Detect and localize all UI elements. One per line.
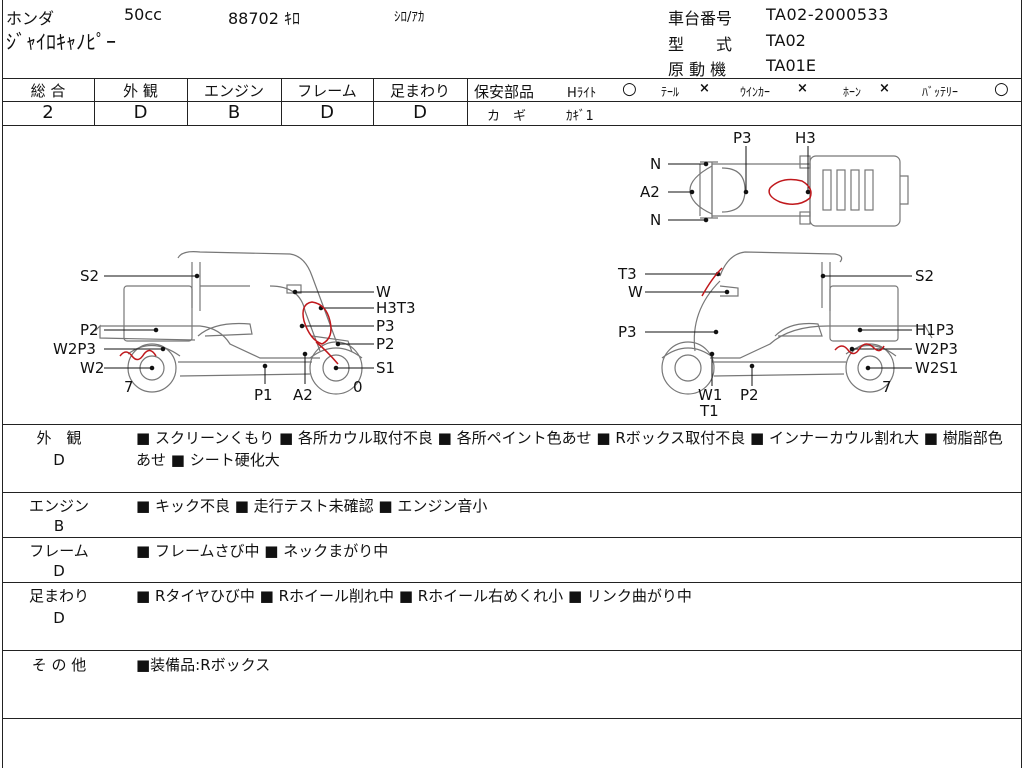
engine-label: 原 動 機 <box>668 60 727 79</box>
maker: ホンダ <box>6 9 55 28</box>
label-top-n2: N <box>650 211 661 229</box>
grade-label-exterior: 外 観 <box>123 82 158 100</box>
type-value: TA02 <box>766 31 806 50</box>
color: ｼﾛ/ｱｶ <box>394 10 425 25</box>
label-right-h1p3: H1P3 <box>915 321 954 339</box>
label-right-t3: T3 <box>617 265 637 283</box>
label-left-w: W <box>376 283 391 301</box>
label-top-n1: N <box>650 155 661 173</box>
safety-mark-winker: × <box>797 81 808 96</box>
label-left-a2: A2 <box>293 386 313 404</box>
label-top-p3: P3 <box>733 129 752 147</box>
label-right-p3: P3 <box>618 323 637 341</box>
grade-value-overall: 2 <box>42 102 54 123</box>
section-grade-exterior: D <box>53 451 65 469</box>
grade-value-engine: B <box>227 102 241 123</box>
chassis-value: TA02-2000533 <box>766 5 889 24</box>
label-right-7: 7 <box>882 378 892 396</box>
type-label: 型 式 <box>668 35 733 54</box>
label-right-t1: T1 <box>699 402 719 420</box>
grade-label-engine: エンジン <box>203 82 264 100</box>
safety-item-winker: ｳｲﾝｶｰ <box>740 85 771 99</box>
label-left-w2: W2 <box>80 359 104 377</box>
grade-value-suspension: D <box>413 102 427 123</box>
engine-value: TA01E <box>766 56 816 75</box>
section-text-suspension: ■ Rタイヤひび中 ■ Rホイール削れ中 ■ Rホイール右めくれ小 ■ リンク曲… <box>136 587 692 605</box>
safety-item-battery: ﾊﾞｯﾃﾘｰ <box>922 85 959 99</box>
grade-label-frame: フレーム <box>297 82 357 100</box>
grade-label-overall: 総 合 <box>30 82 66 100</box>
section-label-other: そ の 他 <box>31 656 87 674</box>
label-left-p3: P3 <box>376 317 395 335</box>
label-left-w2p3: W2P3 <box>53 340 96 358</box>
label-left-0: 0 <box>353 378 363 396</box>
safety-mark-headlight: ○ <box>622 79 637 99</box>
label-right-s2: S2 <box>915 267 934 285</box>
label-right-w: W <box>628 283 643 301</box>
label-left-p2b: P2 <box>376 335 395 353</box>
section-grade-engine: B <box>53 517 65 535</box>
section-text-exterior: ■ スクリーンくもり ■ 各所カウル取付不良 ■ 各所ペイント色あせ ■ Rボッ… <box>136 429 1003 469</box>
label-right-w2p3: W2P3 <box>915 340 958 358</box>
scooter-right-view <box>661 251 933 395</box>
section-label-suspension: 足まわり <box>28 587 89 605</box>
section-text-engine: ■ キック不良 ■ 走行テスト未確認 ■ エンジン音小 <box>136 497 488 515</box>
grade-value-frame: D <box>320 102 334 123</box>
label-left-p2a: P2 <box>80 321 99 339</box>
section-grade-frame: D <box>53 562 65 580</box>
key-label: カ ギ <box>487 109 527 124</box>
scooter-left-view <box>94 251 363 395</box>
chassis-label: 車台番号 <box>668 9 733 28</box>
safety-item-horn: ﾎｰﾝ <box>843 85 862 99</box>
label-top-h3: H3 <box>795 129 816 147</box>
safety-label: 保安部品 <box>474 83 535 101</box>
label-right-p2: P2 <box>740 386 759 404</box>
section-grade-suspension: D <box>53 609 65 627</box>
label-right-w2s1: W2S1 <box>915 359 958 377</box>
mileage: 88702 ｷﾛ <box>228 9 300 28</box>
label-left-s2: S2 <box>80 267 99 285</box>
safety-mark-tail: × <box>699 81 710 96</box>
section-label-exterior: 外 観 <box>36 429 82 447</box>
label-right-w1: W1 <box>698 386 722 404</box>
section-label-engine: エンジン <box>28 497 89 515</box>
grade-value-exterior: D <box>133 102 148 123</box>
key-value: ｶｷﾞ1 <box>566 109 594 124</box>
section-label-frame: フレーム <box>29 542 89 560</box>
safety-item-headlight: Hﾗｲﾄ <box>567 86 597 101</box>
scooter-top-view <box>689 155 909 227</box>
damage-diagram: P3 H3 N A2 N S2 W H3T3 P3 P2 P2 W2P3 W2 … <box>53 129 958 420</box>
grade-label-suspension: 足まわり <box>389 82 450 100</box>
label-left-s1: S1 <box>376 359 395 377</box>
displacement: 50cc <box>124 5 162 24</box>
label-top-a2: A2 <box>640 183 660 201</box>
label-left-p1: P1 <box>254 386 273 404</box>
label-left-7: 7 <box>124 378 134 396</box>
section-text-frame: ■ フレームさび中 ■ ネックまがり中 <box>136 542 389 560</box>
safety-item-tail: ﾃｰﾙ <box>661 85 680 99</box>
safety-mark-battery: ○ <box>994 79 1009 99</box>
safety-mark-horn: × <box>879 81 890 96</box>
label-left-h3t3: H3T3 <box>376 299 416 317</box>
section-text-other: ■装備品:Rボックス <box>136 656 271 674</box>
model-name: ｼﾞｬｲﾛｷｬﾉﾋﾟｰ <box>6 30 116 54</box>
